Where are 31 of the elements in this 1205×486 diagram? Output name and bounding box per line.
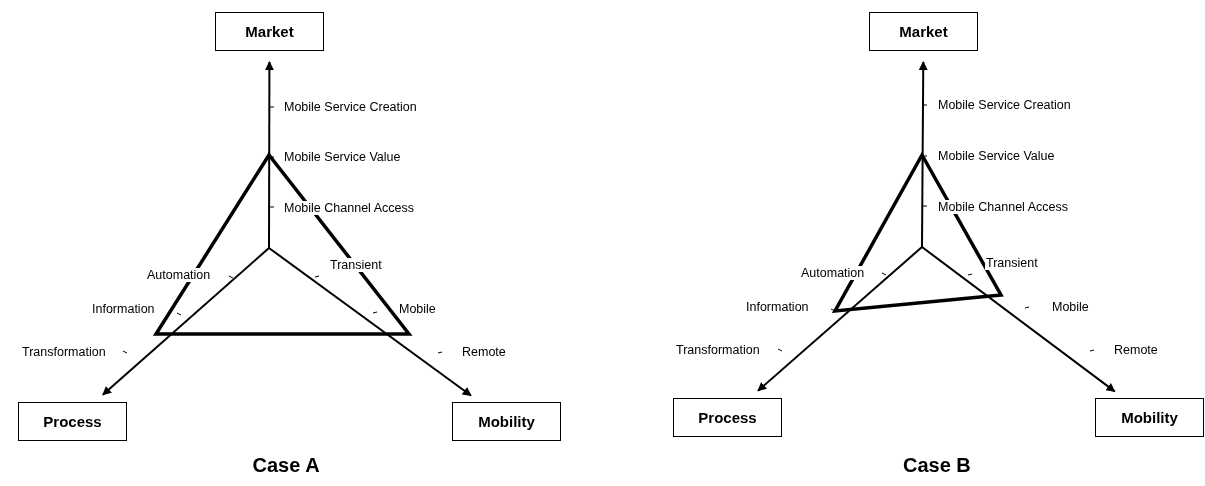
scale-label: Mobile Service Value: [937, 149, 1056, 163]
scale-label: Remote: [1113, 343, 1159, 357]
axis-arrow: [264, 61, 274, 249]
scale-label: Mobile Service Value: [283, 150, 402, 164]
scale-label: Information: [745, 300, 810, 314]
case-caption: Case B: [903, 454, 971, 476]
scale-label: Transient: [329, 258, 383, 272]
scale-label: Automation: [146, 268, 212, 282]
axis-label-box: Mobility: [452, 402, 561, 441]
axis-label-box: Process: [673, 398, 782, 437]
scale-label: Remote: [461, 345, 507, 359]
axis-label-box: Mobility: [1095, 398, 1204, 437]
scale-label: Transformation: [21, 345, 107, 359]
axis-arrow: [918, 61, 928, 248]
case-caption: Case A: [252, 454, 320, 476]
axis-label-box: Market: [869, 12, 978, 51]
scale-label: Automation: [800, 266, 866, 280]
axis-label-box: Process: [18, 402, 127, 441]
scale-label: Transient: [985, 256, 1039, 270]
scale-label: Mobile Service Creation: [283, 100, 418, 114]
scale-label: Transformation: [675, 343, 761, 357]
axis-arrow: [757, 246, 923, 392]
axis-arrow: [268, 247, 472, 397]
scale-label: Mobile Service Creation: [937, 98, 1072, 112]
scale-label: Mobile: [398, 302, 437, 316]
scale-label: Information: [91, 302, 156, 316]
axis-label-box: Market: [215, 12, 324, 51]
axis-arrow: [921, 246, 1116, 393]
scale-label: Mobile Channel Access: [283, 201, 415, 215]
scale-label: Mobile: [1051, 300, 1090, 314]
scale-label: Mobile Channel Access: [937, 200, 1069, 214]
